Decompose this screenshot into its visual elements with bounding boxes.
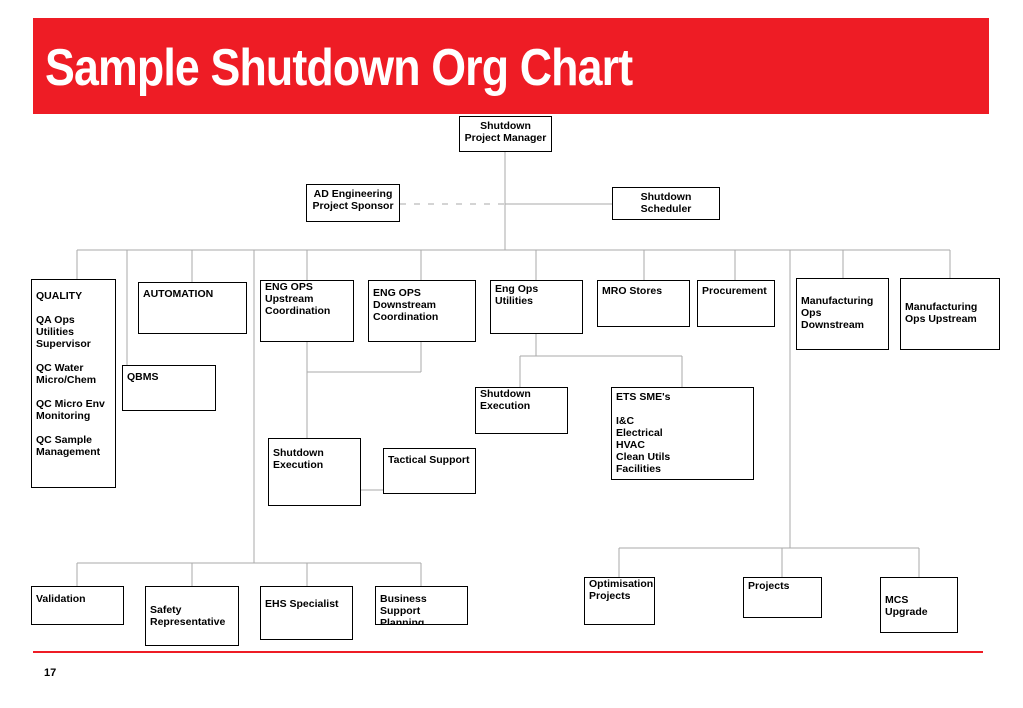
node-automation: AUTOMATION — [138, 282, 247, 334]
node-validation: Validation — [31, 586, 124, 625]
node-mfg-ops-upstream: Manufacturing Ops Upstream — [900, 278, 1000, 350]
node-ets-sme: ETS SME's I&C Electrical HVAC Clean Util… — [611, 387, 754, 480]
node-utilities-shutdown-execution: Shutdown Execution — [475, 387, 568, 434]
page-title: Sample Shutdown Org Chart — [45, 39, 633, 97]
node-eng-ops-upstream: ENG OPS Upstream Coordination — [260, 280, 354, 342]
node-qbms: QBMS — [122, 365, 216, 411]
page-number: 17 — [44, 667, 57, 679]
node-shutdown-execution: Shutdown Execution — [268, 438, 361, 506]
node-quality: QUALITY QA Ops Utilities Supervisor QC W… — [31, 279, 116, 488]
node-ad-engineering-sponsor: AD Engineering Project Sponsor — [306, 184, 400, 222]
node-mfg-ops-downstream: Manufacturing Ops Downstream — [796, 278, 889, 350]
node-tactical-support: Tactical Support — [383, 448, 476, 494]
title-banner: Sample Shutdown Org Chart — [33, 18, 989, 114]
node-eng-ops-utilities: Eng Ops Utilities — [490, 280, 583, 334]
node-optimisation-projects: Optimisation Projects — [584, 577, 655, 625]
footer-divider — [33, 651, 983, 653]
node-projects: Projects — [743, 577, 822, 618]
node-business-support-planning: Business Support Planning — [375, 586, 468, 625]
node-shutdown-scheduler: Shutdown Scheduler — [612, 187, 720, 220]
node-ehs-specialist: EHS Specialist — [260, 586, 353, 640]
node-eng-ops-downstream: ENG OPS Downstream Coordination — [368, 280, 476, 342]
node-safety-representative: Safety Representative — [145, 586, 239, 646]
node-mcs-upgrade: MCS Upgrade — [880, 577, 958, 633]
node-procurement: Procurement — [697, 280, 775, 327]
node-project-manager: Shutdown Project Manager — [459, 116, 552, 152]
node-mro-stores: MRO Stores — [597, 280, 690, 327]
